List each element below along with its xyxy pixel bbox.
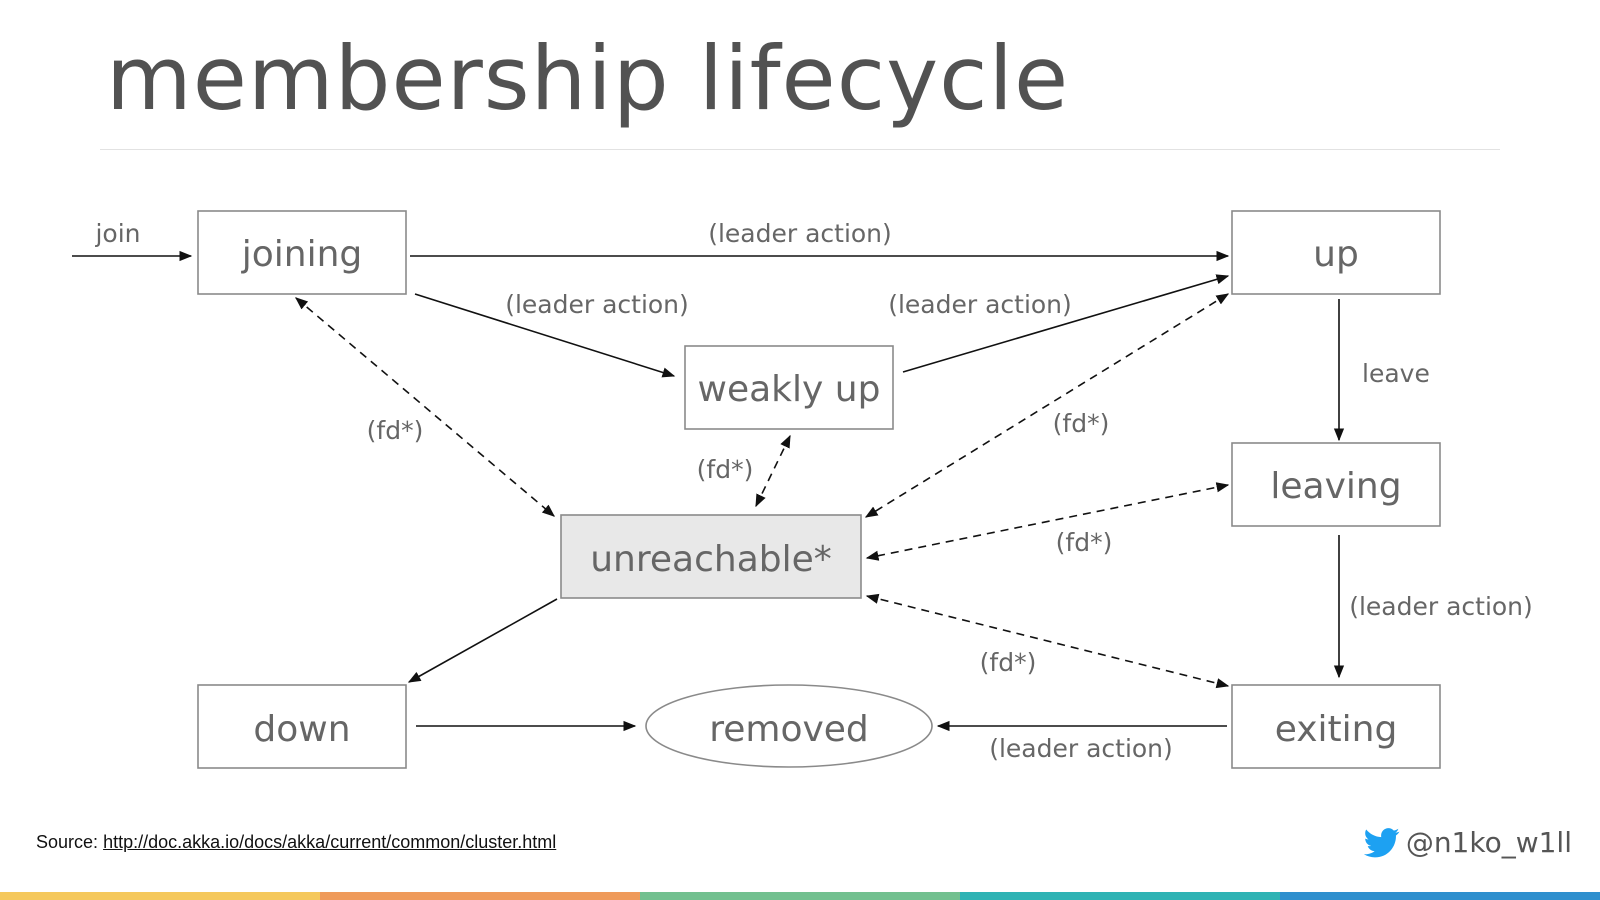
- edge-label-leaving-exiting: (leader action): [1349, 592, 1533, 621]
- edge-label-fd-up: (fd*): [1053, 409, 1110, 438]
- state-joining-label: joining: [241, 234, 363, 275]
- edge-unreachable-down: [407, 598, 558, 683]
- fd-edge-exiting: [865, 593, 1230, 689]
- state-exiting-label: exiting: [1275, 709, 1398, 750]
- edge-label-joining-weakly-up: (leader action): [505, 290, 689, 319]
- edge-label-fd-weakly-up: (fd*): [697, 455, 754, 484]
- edge-label-leave: leave: [1362, 359, 1430, 388]
- state-down-label: down: [253, 709, 350, 750]
- state-removed: removed: [645, 684, 933, 768]
- state-removed-label: removed: [709, 709, 869, 750]
- fd-edge-weakly-up: [755, 434, 791, 508]
- state-unreachable-label: unreachable*: [590, 539, 832, 580]
- state-joining: joining: [197, 210, 407, 295]
- state-up: up: [1231, 210, 1441, 295]
- twitter-handle[interactable]: @n1ko_w1ll: [1363, 826, 1572, 859]
- title-divider: [100, 149, 1500, 150]
- edge-label-fd-exiting: (fd*): [980, 648, 1037, 677]
- fd-edge-up: [864, 293, 1230, 518]
- edge-label-exiting-removed: (leader action): [989, 734, 1173, 763]
- source-prefix: Source:: [36, 832, 99, 852]
- twitter-bird-icon: [1363, 827, 1400, 858]
- edge-label-joining-up: (leader action): [708, 219, 892, 248]
- footer-bar-segment-4: [960, 892, 1280, 900]
- footer-bar-segment-1: [0, 892, 320, 900]
- fd-edge-joining: [295, 297, 555, 517]
- edge-label-fd-joining: (fd*): [367, 416, 424, 445]
- source-citation: Source: http://doc.akka.io/docs/akka/cur…: [36, 832, 556, 853]
- fd-edge-leaving: [865, 482, 1230, 561]
- state-leaving: leaving: [1231, 442, 1441, 527]
- source-link[interactable]: http://doc.akka.io/docs/akka/current/com…: [103, 832, 557, 852]
- state-weakly-up: weakly up: [684, 345, 894, 430]
- state-exiting: exiting: [1231, 684, 1441, 769]
- state-up-label: up: [1313, 234, 1359, 275]
- state-leaving-label: leaving: [1270, 466, 1401, 507]
- footer-bar-segment-2: [320, 892, 640, 900]
- edge-label-fd-leaving: (fd*): [1056, 528, 1113, 557]
- page-title: membership lifecycle: [106, 27, 1070, 130]
- footer-color-bar: [0, 892, 1600, 900]
- state-unreachable: unreachable*: [560, 514, 862, 599]
- footer-bar-segment-3: [640, 892, 960, 900]
- state-weakly-up-label: weakly up: [698, 369, 881, 410]
- edge-label-join: join: [94, 219, 140, 248]
- edge-label-weakly-up-up: (leader action): [888, 290, 1072, 319]
- footer-bar-segment-5: [1280, 892, 1600, 900]
- state-down: down: [197, 684, 407, 769]
- twitter-handle-text: @n1ko_w1ll: [1405, 826, 1572, 859]
